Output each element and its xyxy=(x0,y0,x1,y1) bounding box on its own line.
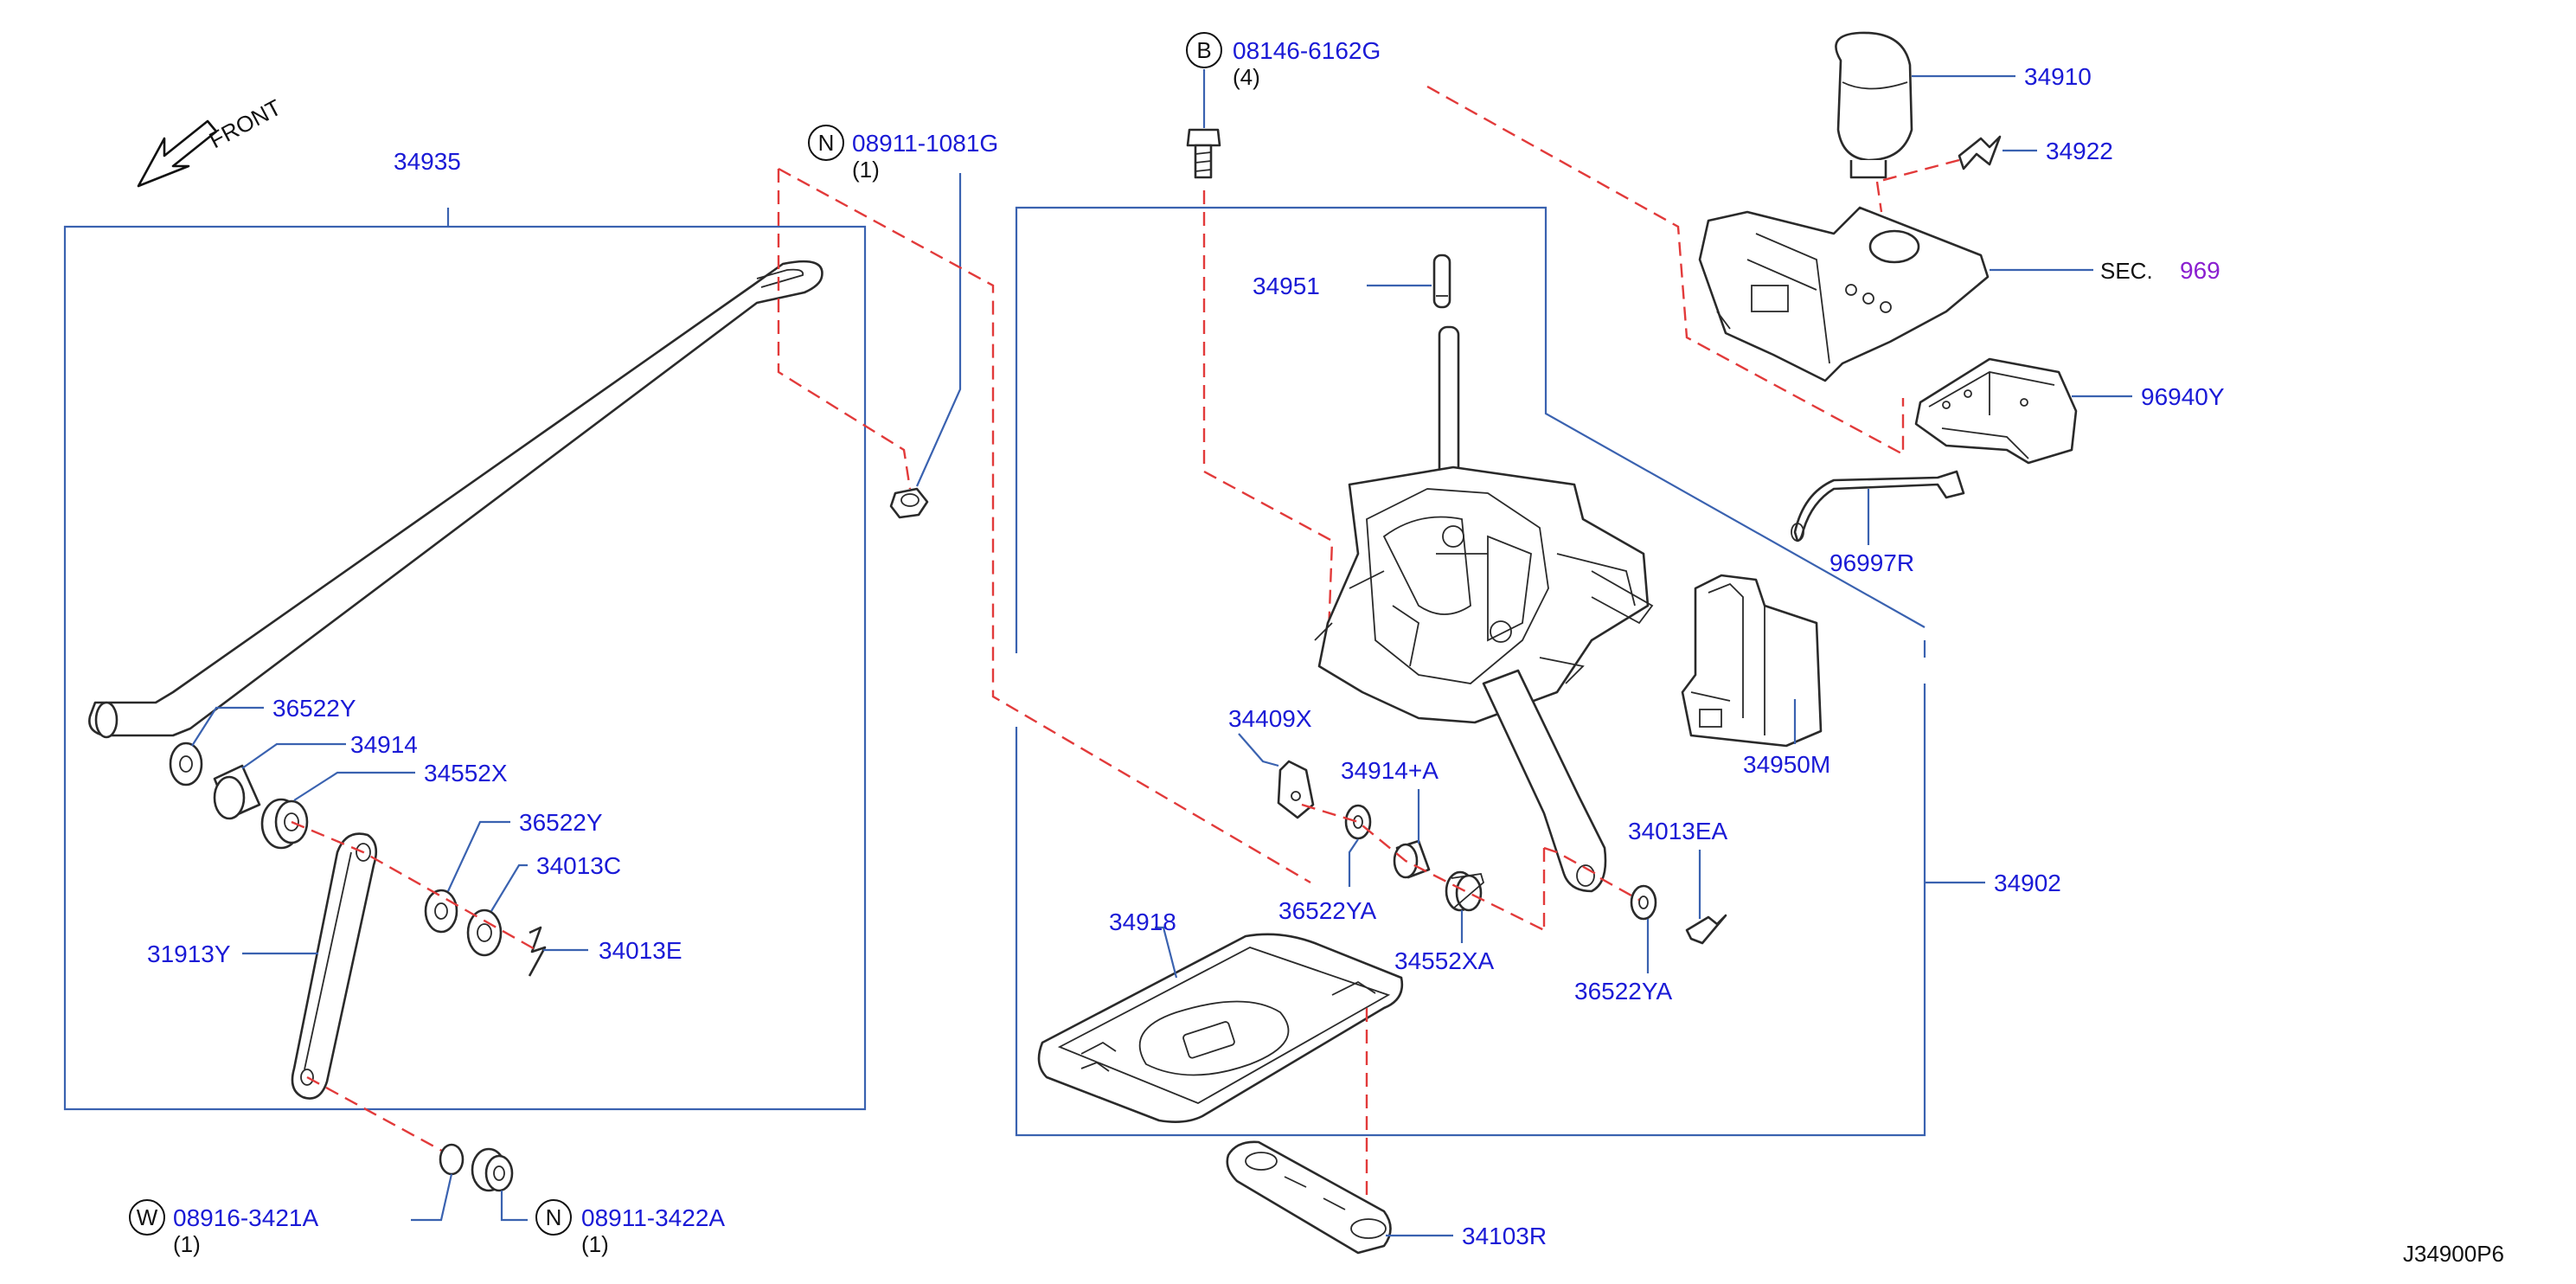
part-label: 34552XA xyxy=(1394,947,1495,974)
fastener-08911-3422A: N 08911-3422A (1) xyxy=(535,1199,725,1257)
assembly-box-34902-bottom xyxy=(1015,684,1926,1137)
washer-36522Y-2 xyxy=(424,889,458,934)
part-label: 34013E xyxy=(599,937,682,964)
part-label: 36522YA xyxy=(1278,897,1376,924)
part-label: 34914+A xyxy=(1341,757,1439,784)
washer-36522Y xyxy=(169,742,203,786)
shift-lever-arm xyxy=(1482,669,1607,893)
fastener-part-number: 08146-6162G xyxy=(1233,37,1381,64)
fastener-08911-1081G: N 08911-1081G (1) xyxy=(808,125,998,183)
part-label: 36522Y xyxy=(519,809,603,836)
wire-harness-96997R xyxy=(1791,470,1965,542)
indicator-bezel-34918 xyxy=(1037,933,1404,1123)
fastener-part-number: 08911-3422A xyxy=(581,1204,725,1231)
part-label: 34552X xyxy=(424,760,508,786)
fastener-qty: (1) xyxy=(852,157,880,183)
fastener-symbol: N xyxy=(546,1204,562,1230)
part-label: 34950M xyxy=(1743,751,1830,778)
bushing-34914 xyxy=(213,764,261,820)
washer-08916-3421A xyxy=(439,1143,465,1176)
grommet-34552XA xyxy=(1445,870,1485,912)
fastener-symbol: N xyxy=(818,130,835,156)
clip-34013EA xyxy=(1685,914,1727,945)
console-finisher-sec-969 xyxy=(1698,206,1990,382)
bracket-34103R xyxy=(1226,1140,1392,1255)
assembly-box-34902-top xyxy=(1015,206,1926,653)
part-label: 34951 xyxy=(1253,273,1320,299)
part-label: 34103R xyxy=(1462,1223,1547,1249)
bolt-icon xyxy=(1186,128,1221,179)
part-label: 34918 xyxy=(1109,908,1176,935)
front-arrow-icon xyxy=(137,119,218,188)
washer-34013C xyxy=(466,908,503,957)
diagram-code: J34900P6 xyxy=(2403,1241,2504,1267)
clip-34013E xyxy=(528,926,547,977)
part-label: 34013EA xyxy=(1628,818,1728,844)
washer-36522YA xyxy=(1344,804,1372,840)
nut-icon xyxy=(889,487,929,519)
part-label: 34910 xyxy=(2024,63,2092,90)
part-label: 34902 xyxy=(1994,870,2061,896)
front-label: FRONT xyxy=(205,94,285,154)
fastener-08146-6162G: B 08146-6162G (4) xyxy=(1186,32,1381,90)
fastener-qty: (1) xyxy=(581,1231,609,1257)
part-label: 34013C xyxy=(536,852,621,879)
shift-knob-34910 xyxy=(1835,31,1913,179)
position-switch-34950M xyxy=(1681,574,1823,748)
part-label: 96997R xyxy=(1829,549,1914,576)
washer-36522YA-2 xyxy=(1630,884,1657,921)
fastener-symbol: W xyxy=(137,1204,158,1230)
shifter-mechanism-34902 xyxy=(1314,325,1654,724)
sec-label: SEC. xyxy=(2100,258,2153,284)
clip-34922 xyxy=(1958,135,2002,170)
pin-34951 xyxy=(1432,254,1451,309)
fastener-symbol: B xyxy=(1196,37,1211,63)
part-label: 31913Y xyxy=(147,941,231,967)
part-label: 34922 xyxy=(2046,138,2113,164)
bushing-34914-A xyxy=(1393,839,1431,879)
nut-08911-3422A xyxy=(471,1147,514,1192)
part-label: 34914 xyxy=(350,731,418,758)
fastener-part-number: 08916-3421A xyxy=(173,1204,318,1231)
shift-rod-34935 xyxy=(88,260,823,739)
fastener-part-number: 08911-1081G xyxy=(852,130,998,157)
part-label: 36522YA xyxy=(1574,978,1672,1005)
fastener-08916-3421A: W 08916-3421A (1) xyxy=(129,1199,318,1257)
control-unit-96940Y xyxy=(1914,357,2078,465)
part-label: 34409X xyxy=(1228,705,1312,732)
part-label: 34935 xyxy=(394,148,461,175)
part-label: 96940Y xyxy=(2141,383,2225,410)
detent-plate-34409X xyxy=(1277,760,1315,819)
lever-31913Y xyxy=(291,832,378,1100)
sec-link[interactable]: 969 xyxy=(2180,257,2220,284)
fastener-qty: (4) xyxy=(1233,64,1260,90)
fastener-qty: (1) xyxy=(173,1231,201,1257)
grommet-34552X xyxy=(260,798,309,850)
part-label: 36522Y xyxy=(272,695,356,722)
assembly-box-34935 xyxy=(63,225,867,1111)
